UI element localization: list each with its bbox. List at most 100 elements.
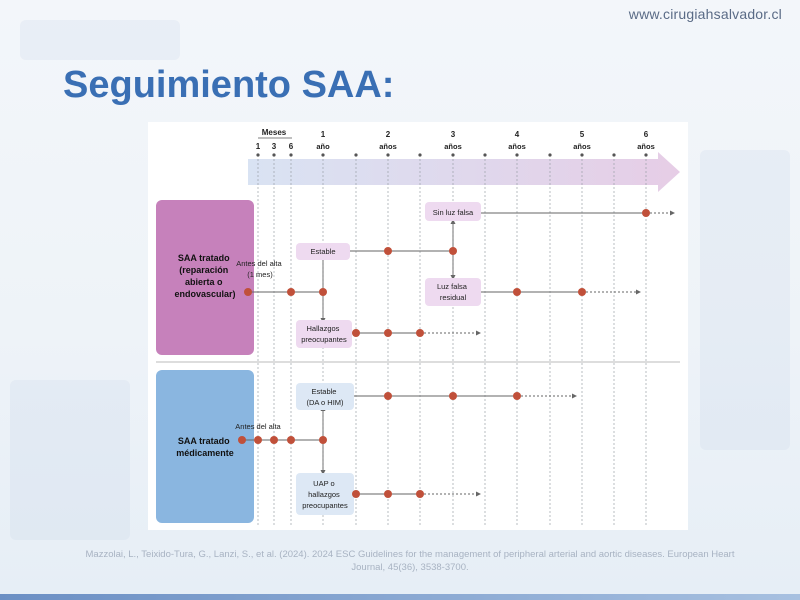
arrowhead	[670, 210, 675, 216]
medical-before-discharge: Antes del alta	[235, 422, 281, 431]
visit-dot	[384, 247, 392, 255]
medical-stable-box	[296, 383, 354, 410]
treated-no-false-lumen-label: Sin luz falsa	[433, 208, 474, 217]
visit-dot	[352, 329, 360, 337]
visit-dot	[238, 436, 246, 444]
visit-dot	[578, 288, 586, 296]
medical-flow-lines	[242, 395, 517, 495]
website-url[interactable]: www.cirugiahsalvador.cl	[628, 6, 782, 22]
month-tick-3: 3	[272, 142, 277, 151]
medical-dotted-lines	[420, 395, 574, 495]
months-label-text: Meses	[262, 128, 287, 137]
visit-dot	[384, 392, 392, 400]
year-tick-1-unit: año	[316, 142, 330, 151]
year-tick-3-unit: años	[444, 142, 462, 151]
background-decoration	[20, 20, 180, 60]
treated-worrying-label: Hallazgos preocupantes	[301, 324, 347, 344]
arrowhead	[450, 275, 456, 280]
medical-arrowheads	[240, 393, 577, 497]
year-ticks: 1 año 2 años 3 años 4 años 5 años 6 años	[316, 130, 654, 151]
visit-dot	[449, 392, 457, 400]
treated-worrying-box	[296, 320, 352, 348]
visit-dot	[416, 329, 424, 337]
treated-stable-label: Estable	[310, 247, 335, 256]
visit-dot	[352, 490, 360, 498]
treated-group-label-box	[156, 200, 254, 355]
visit-dot	[515, 153, 519, 157]
visit-dot	[354, 153, 358, 157]
visit-dot	[254, 436, 262, 444]
treated-group-label: SAA tratado (reparación abierta o endova…	[174, 253, 235, 299]
visit-dot	[256, 153, 260, 157]
arrowhead	[450, 219, 456, 224]
timeline-arrow	[248, 152, 680, 192]
background-decoration	[700, 150, 790, 450]
visit-dot	[384, 490, 392, 498]
medical-stable-label: Estable (DA o HIM)	[306, 387, 344, 407]
bottom-accent-bar	[0, 594, 800, 600]
treated-dotted-lines	[420, 212, 672, 334]
year-tick-4-num: 4	[515, 130, 520, 139]
year-tick-6-unit: años	[637, 142, 655, 151]
visit-dot	[319, 288, 327, 296]
medical-worrying-label: UAP o hallazgos preocupantes	[302, 479, 348, 510]
visit-dot	[642, 209, 650, 217]
arrowhead	[320, 470, 326, 475]
medical-group-label-box	[156, 370, 254, 523]
medical-visit-dots	[238, 392, 521, 498]
treated-before-discharge: Antes del alta (1 mes)	[236, 259, 284, 279]
timeline-dots	[256, 153, 648, 157]
visit-dot	[580, 153, 584, 157]
visit-dot	[449, 247, 457, 255]
visit-dot	[289, 153, 293, 157]
visit-dot	[612, 153, 616, 157]
citation: Mazzolai, L., Teixido-Tura, G., Lanzi, S…	[60, 548, 760, 574]
citation-line-1: Mazzolai, L., Teixido-Tura, G., Lanzi, S…	[85, 549, 735, 560]
month-tick-1: 1	[256, 142, 261, 151]
year-tick-3-num: 3	[451, 130, 456, 139]
visit-dot	[319, 436, 327, 444]
year-tick-5-unit: años	[573, 142, 591, 151]
treated-arrowheads	[320, 210, 675, 336]
treated-stable-box	[296, 243, 350, 260]
visit-dot	[386, 153, 390, 157]
arrowhead	[476, 330, 481, 336]
months-label: Meses	[262, 128, 287, 137]
visit-dot	[272, 153, 276, 157]
visit-dot	[287, 288, 295, 296]
background-decoration	[10, 380, 130, 540]
year-tick-1-num: 1	[321, 130, 326, 139]
guide-lines	[257, 159, 647, 526]
follow-up-diagram: Meses 1 3 6 1 año 2 años 3 años 4 años 5…	[148, 122, 688, 530]
month-tick-6: 6	[289, 142, 294, 151]
citation-line-2: Journal, 45(36), 3538-3700.	[351, 562, 469, 573]
visit-dot	[270, 436, 278, 444]
arrowhead	[476, 491, 481, 497]
treated-no-false-lumen-box	[425, 202, 481, 221]
treated-residual-label: Luz falsa residual	[437, 282, 469, 302]
diagram-canvas: Meses 1 3 6 1 año 2 años 3 años 4 años 5…	[156, 128, 680, 526]
year-tick-5-num: 5	[580, 130, 585, 139]
visit-dot	[451, 153, 455, 157]
visit-dot	[244, 288, 252, 296]
treated-residual-box	[425, 278, 481, 306]
visit-dot	[287, 436, 295, 444]
visit-dot	[513, 288, 521, 296]
arrowhead	[636, 289, 641, 295]
visit-dot	[321, 153, 325, 157]
visit-dot	[384, 329, 392, 337]
arrowhead	[572, 393, 577, 399]
slide-title: Seguimiento SAA:	[63, 64, 395, 106]
year-tick-2-unit: años	[379, 142, 397, 151]
visit-dot	[548, 153, 552, 157]
treated-flow-lines	[248, 212, 646, 334]
medical-group-label: SAA tratado médicamente	[176, 436, 234, 458]
year-tick-4-unit: años	[508, 142, 526, 151]
visit-dot	[513, 392, 521, 400]
year-tick-2-num: 2	[386, 130, 391, 139]
treated-visit-dots	[244, 209, 650, 337]
visit-dot	[416, 490, 424, 498]
year-tick-6-num: 6	[644, 130, 649, 139]
visit-dot	[418, 153, 422, 157]
medical-worrying-box	[296, 473, 354, 515]
